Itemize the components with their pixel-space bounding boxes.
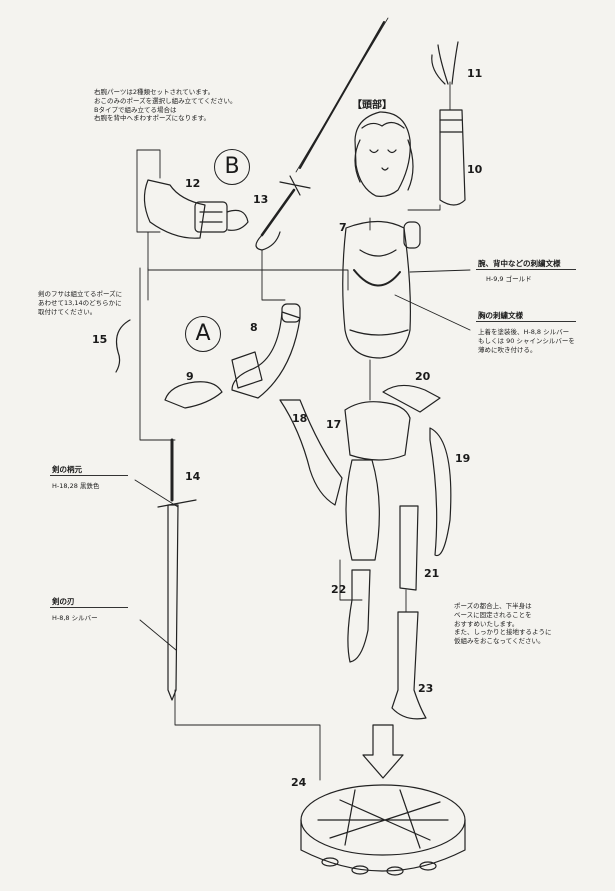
note-line: おこのみのポーズを選択し組み立ててください。 xyxy=(94,96,237,105)
part-number-21: 21 xyxy=(424,567,440,580)
part-number-7: 7 xyxy=(339,221,347,234)
tassel-15-drawing xyxy=(115,319,131,373)
callout-rule xyxy=(476,269,576,270)
note-line: 薄めに吹き付ける。 xyxy=(478,345,537,354)
sword-guard-title: 剣の柄元 xyxy=(52,465,82,474)
note-line: 剣のフサは組立てるポーズに xyxy=(38,290,123,298)
head-section-label: 【頭部】 xyxy=(352,100,392,111)
part-number-13: 13 xyxy=(253,193,269,206)
part-number-24: 24 xyxy=(291,776,307,789)
part-number-22: 22 xyxy=(331,583,347,596)
callout-rule xyxy=(476,321,576,322)
note-line: あわせて13,14のどちらかに xyxy=(38,298,122,307)
note-line: 上着を塗装後、H-8,8 シルバー xyxy=(478,328,570,336)
torso-drawing xyxy=(342,220,421,359)
note-line: Bタイプで組み立てる場合は xyxy=(94,105,177,114)
arm-8-drawing xyxy=(164,303,301,409)
note-line: おすすめいたします。 xyxy=(454,619,519,628)
part-number-10: 10 xyxy=(467,163,483,176)
option-a-note: 剣のフサは組立てるポーズに あわせて13,14のどちらかに 取付けてください。 xyxy=(38,290,148,316)
chest-pattern-title: 胸の刺繍文様 xyxy=(478,311,523,320)
part-number-20: 20 xyxy=(415,370,431,383)
part-number-11: 11 xyxy=(467,67,483,80)
part-number-19: 19 xyxy=(455,452,471,465)
note-line: 右腕パーツは2種類セットされています。 xyxy=(94,88,215,96)
sword-blade-paint: H-8,8 シルバー xyxy=(52,614,98,622)
note-line: 右腕を背中へまわすポーズになります。 xyxy=(94,114,211,123)
part-number-14: 14 xyxy=(185,470,201,483)
note-line: ポーズの都合上、下半身は xyxy=(454,602,532,610)
callout-rule xyxy=(50,607,128,608)
arm-pattern-title: 腕、背中などの刺繍文様 xyxy=(478,259,561,268)
arm-12-drawing xyxy=(143,179,249,239)
note-line: もしくは 90 シャインシルバーを xyxy=(478,336,575,345)
part-number-9: 9 xyxy=(186,370,194,383)
note-line: 仮組みをおこなってください。 xyxy=(454,637,545,646)
option-b-circle: B xyxy=(214,149,250,185)
note-line: また、しっかりと接地するように xyxy=(454,628,552,637)
part-number-23: 23 xyxy=(418,682,434,695)
arm-10-drawing xyxy=(431,41,466,206)
part-number-15: 15 xyxy=(92,333,108,346)
legs-drawing xyxy=(345,459,427,720)
part-number-8: 8 xyxy=(250,321,258,334)
part-number-17: 17 xyxy=(326,418,342,431)
note-line: 取付けてください。 xyxy=(38,307,97,316)
base-arrow xyxy=(362,724,404,779)
option-b-note: 右腕パーツは2種類セットされています。 おこのみのポーズを選択し組み立ててくださ… xyxy=(94,88,294,123)
sword-guard-paint: H-18,28 黒鉄色 xyxy=(52,482,100,490)
lower-body-drawing xyxy=(279,384,452,557)
callout-rule xyxy=(50,475,128,476)
option-a-circle: A xyxy=(185,316,221,352)
base-24-drawing xyxy=(300,784,466,876)
sword-14-drawing xyxy=(157,438,197,701)
base-note: ポーズの都合上、下半身は ベースに固定されることを おすすめいたします。 また、… xyxy=(454,602,604,646)
part-number-12: 12 xyxy=(185,177,201,190)
note-line: ベースに固定されることを xyxy=(454,610,532,619)
sword-13-drawing xyxy=(255,17,389,251)
chest-pattern-note: 上着を塗装後、H-8,8 シルバー もしくは 90 シャインシルバーを 薄めに吹… xyxy=(478,328,575,354)
sword-blade-title: 剣の刃 xyxy=(52,597,75,606)
arm-pattern-paint: H-9,9 ゴールド xyxy=(486,275,532,283)
head-drawing xyxy=(354,111,414,197)
part-number-18: 18 xyxy=(292,412,308,425)
